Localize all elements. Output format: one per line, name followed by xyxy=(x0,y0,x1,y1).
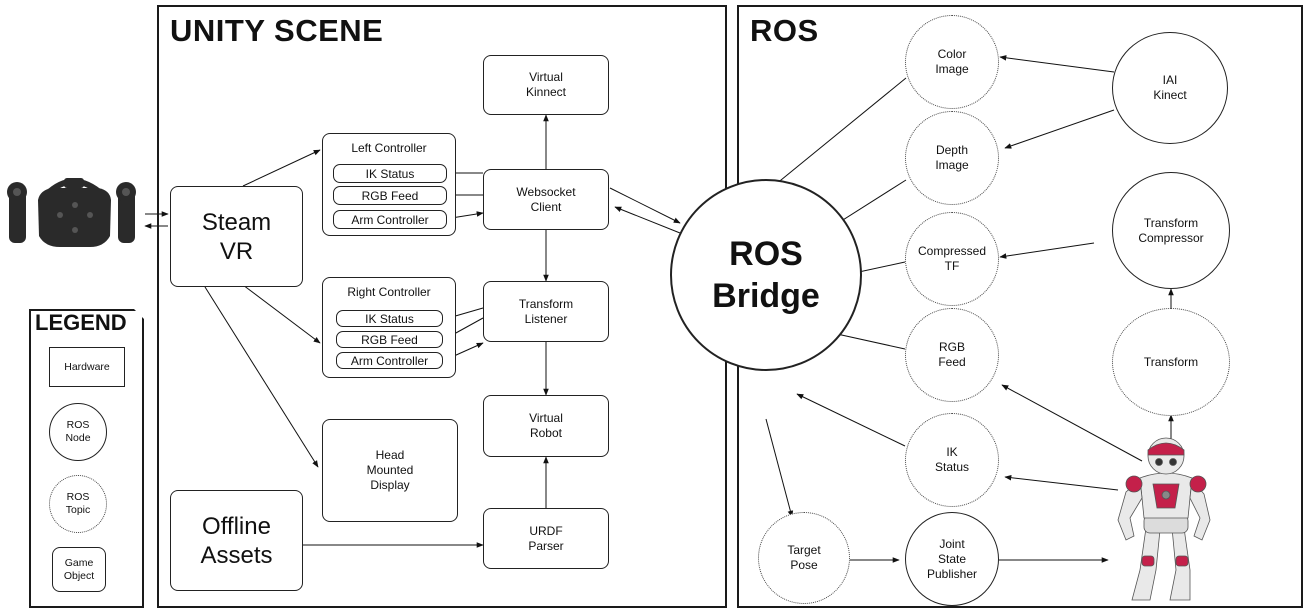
virtual-kinnect-box: Virtual Kinnect xyxy=(483,55,609,115)
unity-scene-title: UNITY SCENE xyxy=(170,13,384,48)
depth-image-topic: Depth Image xyxy=(905,111,999,205)
left-controller-box: Left Controller IK Status RGB Feed Arm C… xyxy=(322,133,456,236)
transform-topic: Transform xyxy=(1112,308,1230,416)
left-arm-controller: Arm Controller xyxy=(333,210,447,229)
right-arm-controller: Arm Controller xyxy=(336,352,443,369)
iai-kinect-node: IAI Kinect xyxy=(1112,32,1228,144)
right-controller-box: Right Controller IK Status RGB Feed Arm … xyxy=(322,277,456,378)
left-rgb-feed: RGB Feed xyxy=(333,186,447,205)
offline-assets-box: Offline Assets xyxy=(170,490,303,591)
rgb-feed-topic: RGB Feed xyxy=(905,308,999,402)
color-image-topic: Color Image xyxy=(905,15,999,109)
left-ik-status: IK Status xyxy=(333,164,447,183)
legend-corner xyxy=(134,309,144,319)
legend-game-object: Game Object xyxy=(52,547,106,592)
left-controller-title: Left Controller xyxy=(351,141,427,155)
head-mounted-display-box: Head Mounted Display xyxy=(322,419,458,522)
joint-state-publisher-node: Joint State Publisher xyxy=(905,512,999,606)
right-controller-title: Right Controller xyxy=(347,285,431,299)
legend-panel: LEGEND Hardware ROS Node ROS Topic Game … xyxy=(29,309,144,608)
ros-title: ROS xyxy=(750,13,819,48)
legend-ros-topic: ROS Topic xyxy=(49,475,107,533)
legend-hardware: Hardware xyxy=(49,347,125,387)
compressed-tf-topic: Compressed TF xyxy=(905,212,999,306)
legend-title: LEGEND xyxy=(35,310,127,335)
steam-vr-box: Steam VR xyxy=(170,186,303,287)
transform-compressor-node: Transform Compressor xyxy=(1112,172,1230,289)
urdf-parser-box: URDF Parser xyxy=(483,508,609,569)
ros-bridge-node: ROS Bridge xyxy=(670,179,862,371)
virtual-robot-box: Virtual Robot xyxy=(483,395,609,457)
ik-status-topic: IK Status xyxy=(905,413,999,507)
transform-listener-box: Transform Listener xyxy=(483,281,609,342)
websocket-client-box: Websocket Client xyxy=(483,169,609,230)
right-rgb-feed: RGB Feed xyxy=(336,331,443,348)
target-pose-topic: Target Pose xyxy=(758,512,850,604)
legend-ros-node: ROS Node xyxy=(49,403,107,461)
right-ik-status: IK Status xyxy=(336,310,443,327)
